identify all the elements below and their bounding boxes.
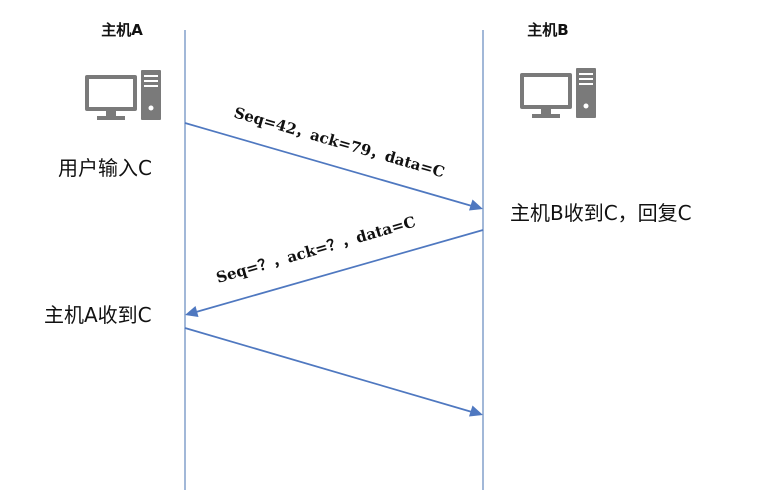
message-arrow-2 — [195, 229, 484, 313]
arrowhead-2 — [185, 306, 199, 317]
host-b-title: 主机B — [527, 21, 568, 39]
arrowhead-3 — [469, 405, 483, 417]
arrowhead-1 — [469, 199, 483, 211]
event-a-input: 用户输入C — [58, 156, 152, 180]
message-arrow-3 — [184, 327, 473, 413]
computer-icon — [85, 70, 161, 120]
host-a-title: 主机A — [101, 21, 143, 39]
message-label-2: Seq=？，ack=？，data=C — [214, 213, 418, 287]
message-label-1: Seq=42，ack=79，data=C — [232, 104, 447, 182]
message-arrow-1 — [184, 122, 473, 207]
event-b-receive: 主机B收到C，回复C — [510, 201, 692, 225]
computer-icon — [520, 68, 596, 118]
event-a-receive: 主机A收到C — [44, 303, 152, 327]
